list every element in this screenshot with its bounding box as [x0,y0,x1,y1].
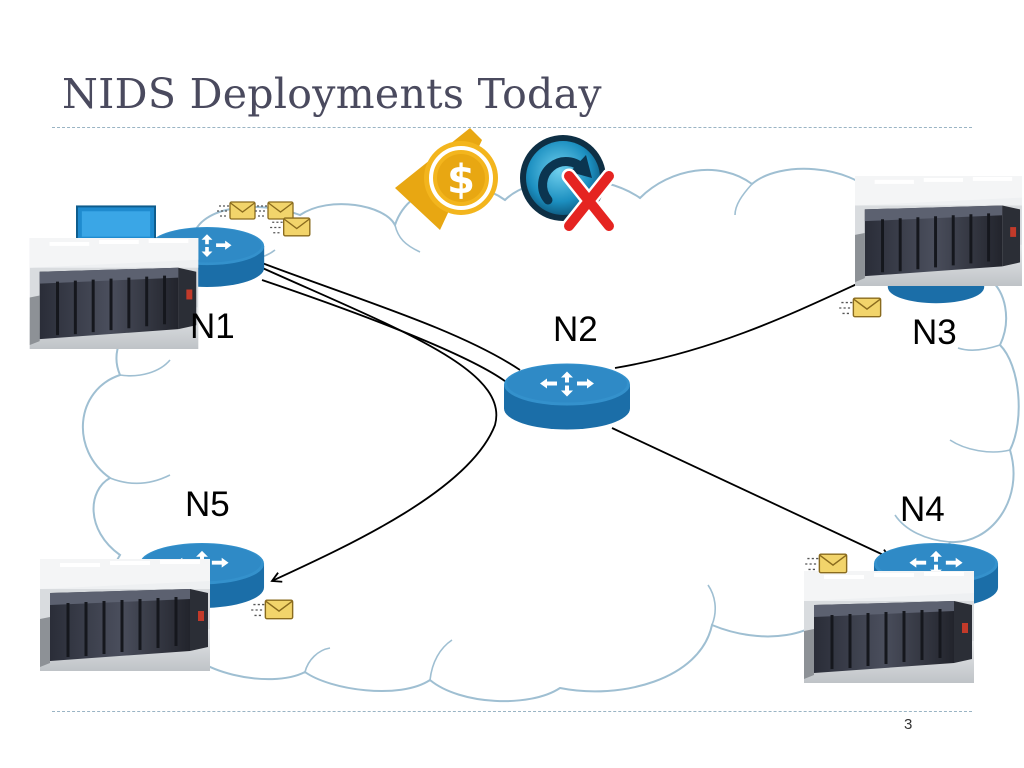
node-label-n4: N4 [900,490,945,529]
title-divider [52,127,972,128]
node-label-n1: N1 [190,307,235,346]
link-n1-n5 [257,265,498,583]
node-label-n2: N2 [553,310,598,349]
link-n1-n2-secondary [261,279,511,386]
server-room-photo-n4 [804,571,974,683]
slide-title: NIDS Deployments Today [62,70,602,118]
refresh-cancelled-icon [520,135,617,234]
server-room-photo-n5 [40,559,210,671]
router-icon-n2 [504,363,630,430]
server-room-photo-n3 [855,176,1022,286]
dollar-icon: $ [395,128,498,230]
footer-divider [52,711,972,712]
node-label-n5: N5 [185,485,230,524]
envelope-icon [804,553,848,574]
link-n1-n2 [261,262,521,371]
envelope-icon [216,201,256,220]
link-n2-n3 [614,277,871,369]
envelope-icon [838,297,882,318]
link-n2-n4 [611,427,892,560]
envelope-icon [250,599,294,620]
server-room-photo-n1 [29,238,199,349]
page-number: 3 [904,716,913,733]
node-label-n3: N3 [912,313,957,352]
network-monitor-icon [76,205,156,241]
envelope-icon [254,201,294,220]
envelope-icon [269,217,311,237]
svg-text:$: $ [447,157,475,203]
